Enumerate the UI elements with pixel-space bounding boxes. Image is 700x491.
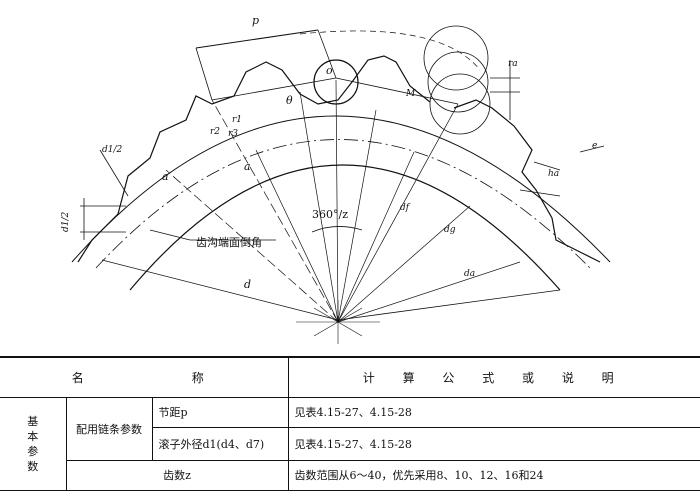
row-name-teeth-count: 齿数z [65, 459, 289, 491]
label-tooth-height: ha [548, 169, 559, 179]
roller-right-2 [427, 51, 489, 113]
subgroup-label-chain-params: 配用链条参数 [65, 396, 153, 461]
arc-pitch [95, 139, 593, 271]
roller-right-1 [423, 25, 489, 91]
label-dia-df: df [400, 203, 411, 213]
table-row: 滚子外径d1(d4、d7) 见表4.15-27、4.15-28 [0, 426, 700, 461]
label-radius-r2: r2 [210, 127, 220, 137]
row-formula-roller-diameter: 见表4.15-27、4.15-28 [287, 426, 700, 461]
header-name: 名 称 [0, 356, 289, 398]
table-row: 齿数z 齿数范围从6～40，优先采用8、10、12、16和24 [0, 459, 700, 491]
group-label-basic-params: 基本参数 [0, 396, 67, 491]
table-header-row: 名 称 计 算 公 式 或 说 明 [0, 356, 700, 398]
roller-right-3 [429, 73, 491, 135]
tooth-profile-left [77, 55, 431, 263]
header-formula: 计 算 公 式 或 说 明 [287, 356, 700, 398]
label-radius-r1: r1 [232, 115, 242, 125]
label-chamfer-note: 齿沟端面倒角 [196, 236, 262, 249]
label-offset-ra: ra [508, 59, 518, 69]
label-radius-r3: r3 [228, 129, 238, 139]
sprocket-drawing: p o θ r1 r2 r3 d1/2 d1/2 a a 360°/z df d… [61, 14, 611, 344]
label-half-width-left: d1/2 [61, 211, 71, 232]
label-half-width: d1/2 [102, 145, 123, 155]
row-name-roller-diameter: 滚子外径d1(d4、d7) [151, 426, 289, 461]
label-roller-a: a [244, 160, 251, 173]
parameter-table: 名 称 计 算 公 式 或 说 明 基本参数 配用链条参数 节距p 见表4.15… [0, 356, 700, 491]
label-roller-center: o [326, 64, 333, 77]
row-formula-pitch: 见表4.15-27、4.15-28 [287, 396, 700, 428]
table-row: 基本参数 配用链条参数 节距p 见表4.15-27、4.15-28 [0, 396, 700, 491]
label-dia-da: da [464, 269, 475, 279]
label-chamfer-e: e [592, 141, 597, 151]
label-pitch-angle: 360°/z [312, 208, 348, 221]
row-formula-teeth-count: 齿数范围从6～40，优先采用8、10、12、16和24 [287, 459, 700, 491]
parameter-table-wrap: 名 称 计 算 公 式 或 说 明 基本参数 配用链条参数 节距p 见表4.15… [0, 356, 700, 491]
label-seating-angle: θ [286, 94, 293, 107]
label-point-m: M [405, 89, 416, 99]
row-name-pitch: 节距p [151, 396, 289, 428]
label-dia-dg: dg [444, 225, 456, 235]
label-pitch: p [252, 14, 259, 27]
tooth-profile-right [453, 99, 601, 263]
label-dia-d: d [244, 278, 251, 291]
label-roller-a-left: a [162, 170, 169, 183]
arc-root [129, 164, 561, 291]
arc-tip [71, 115, 611, 263]
